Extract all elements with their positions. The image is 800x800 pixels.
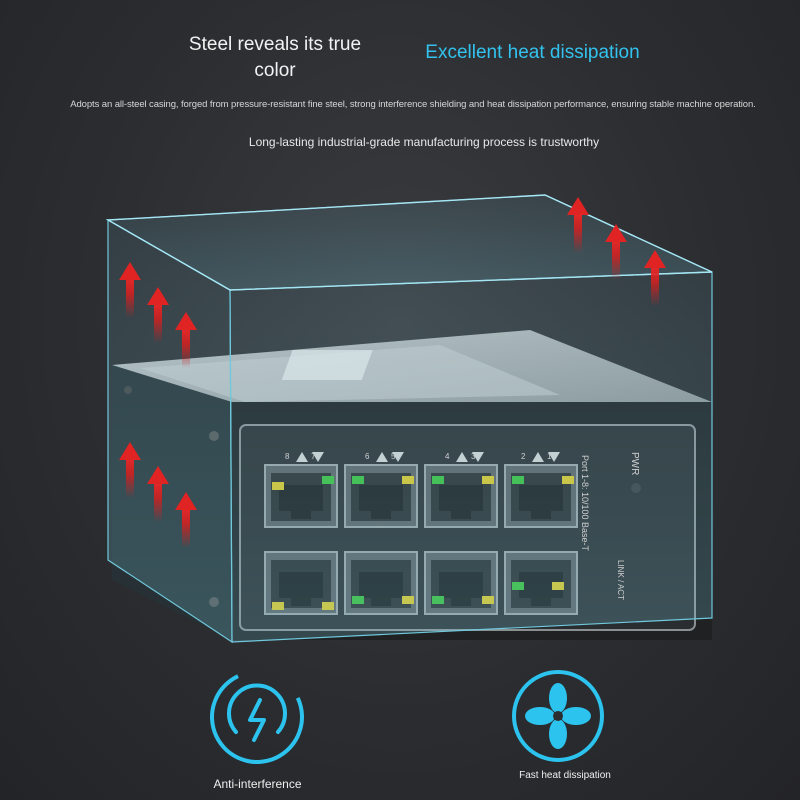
port-number: 6 <box>365 452 370 461</box>
fast-heat-label: Fast heat dissipation <box>519 770 611 781</box>
port-number: 3 <box>471 452 476 461</box>
link-act-label: LINK / ACT <box>616 560 625 601</box>
tagline-text: Long-lasting industrial-grade manufactur… <box>248 135 600 149</box>
description-text: Adopts an all-steel casing, forged from … <box>70 99 756 110</box>
port-info-label: Port 1-8: 10/100 Base-T <box>580 455 590 552</box>
port-number: 8 <box>285 452 290 461</box>
anti-interference-label: Anti-interference <box>213 777 302 791</box>
anti-interference-feature <box>196 656 318 778</box>
fan-icon <box>525 683 591 749</box>
port-number-row: 8 7 6 5 4 3 2 1 <box>283 452 573 464</box>
port-number: 1 <box>547 452 552 461</box>
ring-icon <box>512 670 604 762</box>
headline-heat: Excellent heat dissipation <box>425 42 640 63</box>
lightning-shield-icon <box>227 683 287 742</box>
fast-heat-feature <box>512 670 604 762</box>
pwr-label: PWR <box>629 452 640 476</box>
port-number: 4 <box>445 452 450 461</box>
headline-steel: Steel reveals its true color <box>188 34 362 81</box>
port-number: 2 <box>521 452 526 461</box>
port-number: 5 <box>391 452 396 461</box>
port-number: 7 <box>311 452 316 461</box>
